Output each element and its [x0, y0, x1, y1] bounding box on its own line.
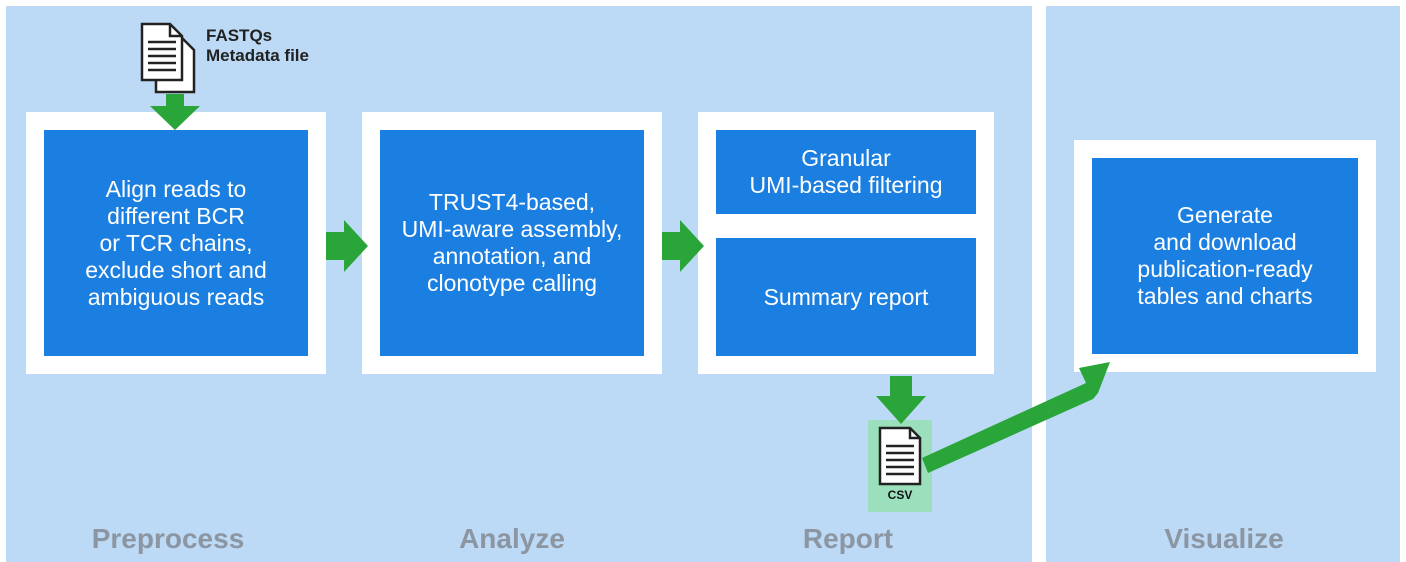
- align-reads-box: Align reads to different BCR or TCR chai…: [44, 130, 308, 356]
- assembly-box: TRUST4-based, UMI-aware assembly, annota…: [380, 130, 644, 356]
- stage-report: Report: [802, 523, 894, 554]
- arrow-preprocess-to-analyze: [326, 220, 368, 272]
- arrow-csv-to-visualize: [922, 362, 1110, 473]
- arrow-report-to-csv: [876, 376, 926, 424]
- stage-analyze: Analyze: [459, 523, 565, 554]
- stage-visualize: Visualize: [1164, 523, 1284, 554]
- input-files-label: FASTQs Metadata file: [206, 26, 309, 65]
- summary-report-box: Summary report: [716, 238, 976, 356]
- csv-file-icon: [878, 426, 922, 486]
- filtering-box: Granular UMI-based filtering: [716, 130, 976, 214]
- document-stack-icon: [140, 22, 196, 94]
- arrow-analyze-to-report: [662, 220, 704, 272]
- csv-label: CSV: [887, 488, 913, 502]
- arrow-input-down: [150, 94, 200, 130]
- generate-box: Generate and download publication-ready …: [1092, 158, 1358, 354]
- stage-preprocess: Preprocess: [91, 523, 245, 554]
